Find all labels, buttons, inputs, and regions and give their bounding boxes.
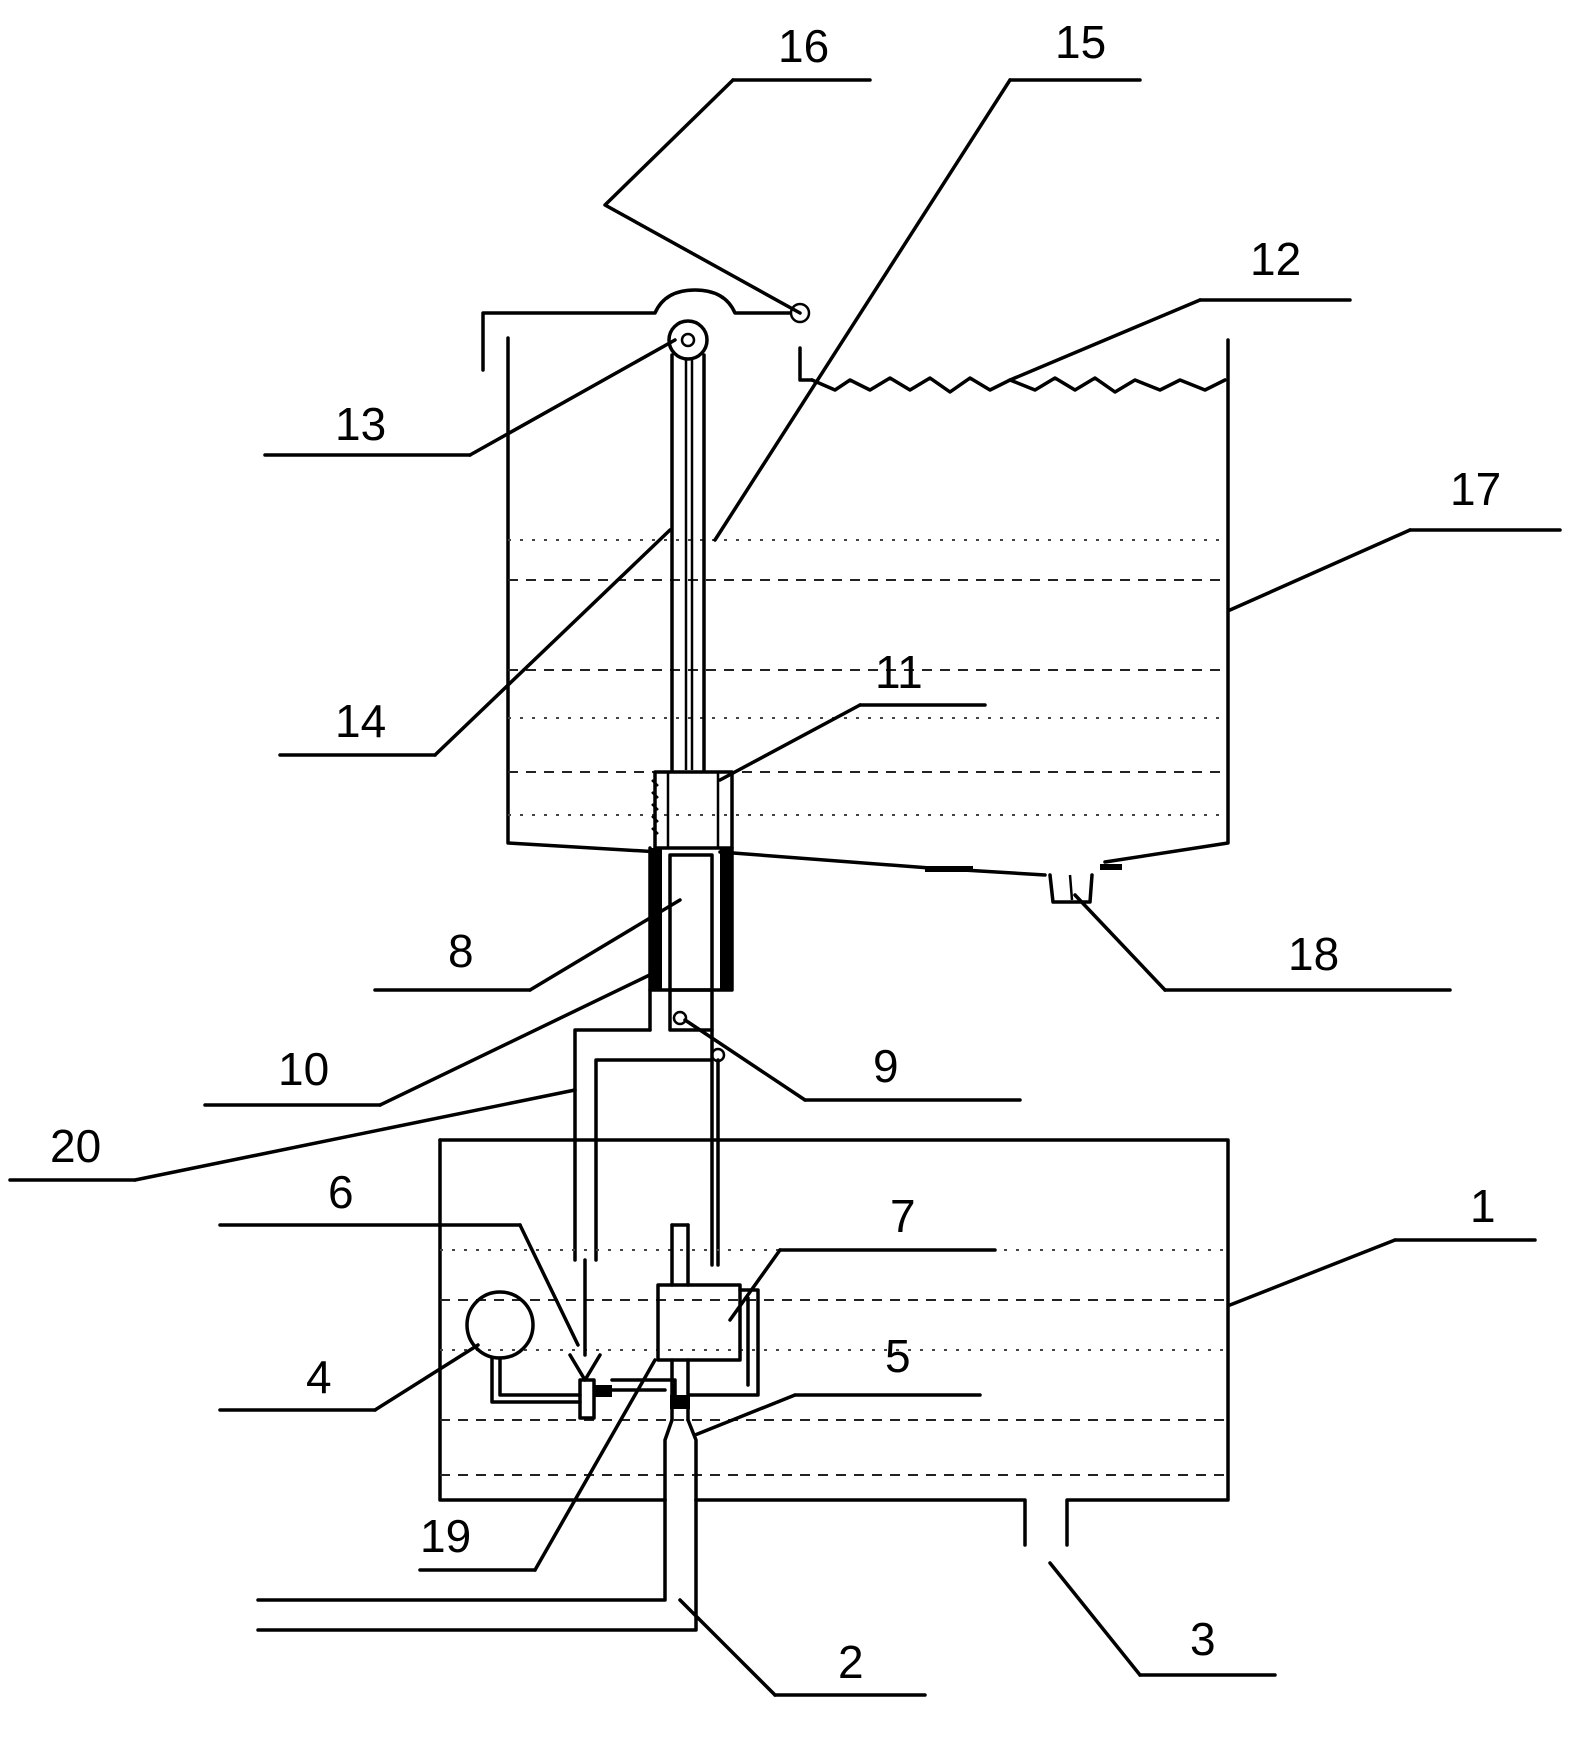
label-6: 6 — [328, 1166, 354, 1218]
label-8: 8 — [448, 925, 474, 977]
inner-components — [465, 1223, 760, 1502]
label-19: 19 — [420, 1510, 471, 1562]
label-13: 13 — [335, 398, 386, 450]
label-14: 14 — [335, 695, 386, 747]
upper-tank — [506, 336, 1230, 904]
upper-water-lines — [508, 539, 1228, 816]
label-5: 5 — [885, 1330, 911, 1382]
lower-water-lines — [440, 1249, 1228, 1476]
label-17: 17 — [1450, 463, 1501, 515]
label-20: 20 — [50, 1120, 101, 1172]
inlet-pipes — [256, 1498, 698, 1632]
tank-lid — [481, 288, 814, 382]
leader-lines — [8, 78, 1562, 1697]
label-10: 10 — [278, 1043, 329, 1095]
label-12: 12 — [1250, 233, 1301, 285]
label-11: 11 — [875, 646, 923, 698]
label-7: 7 — [890, 1190, 916, 1242]
water-surface — [810, 376, 1227, 394]
pipes-20 — [573, 1028, 720, 1267]
number-labels: 16 15 12 13 17 14 11 8 18 10 9 20 6 7 1 … — [50, 16, 1501, 1688]
label-16: 16 — [778, 20, 829, 72]
label-3: 3 — [1190, 1613, 1216, 1665]
label-15: 15 — [1055, 16, 1106, 68]
label-9: 9 — [873, 1040, 899, 1092]
label-2: 2 — [838, 1636, 864, 1688]
label-4: 4 — [306, 1351, 332, 1403]
label-18: 18 — [1288, 928, 1339, 980]
label-1: 1 — [1470, 1180, 1496, 1232]
lower-tank — [438, 1138, 1230, 1547]
float-rod-assembly — [667, 319, 709, 772]
